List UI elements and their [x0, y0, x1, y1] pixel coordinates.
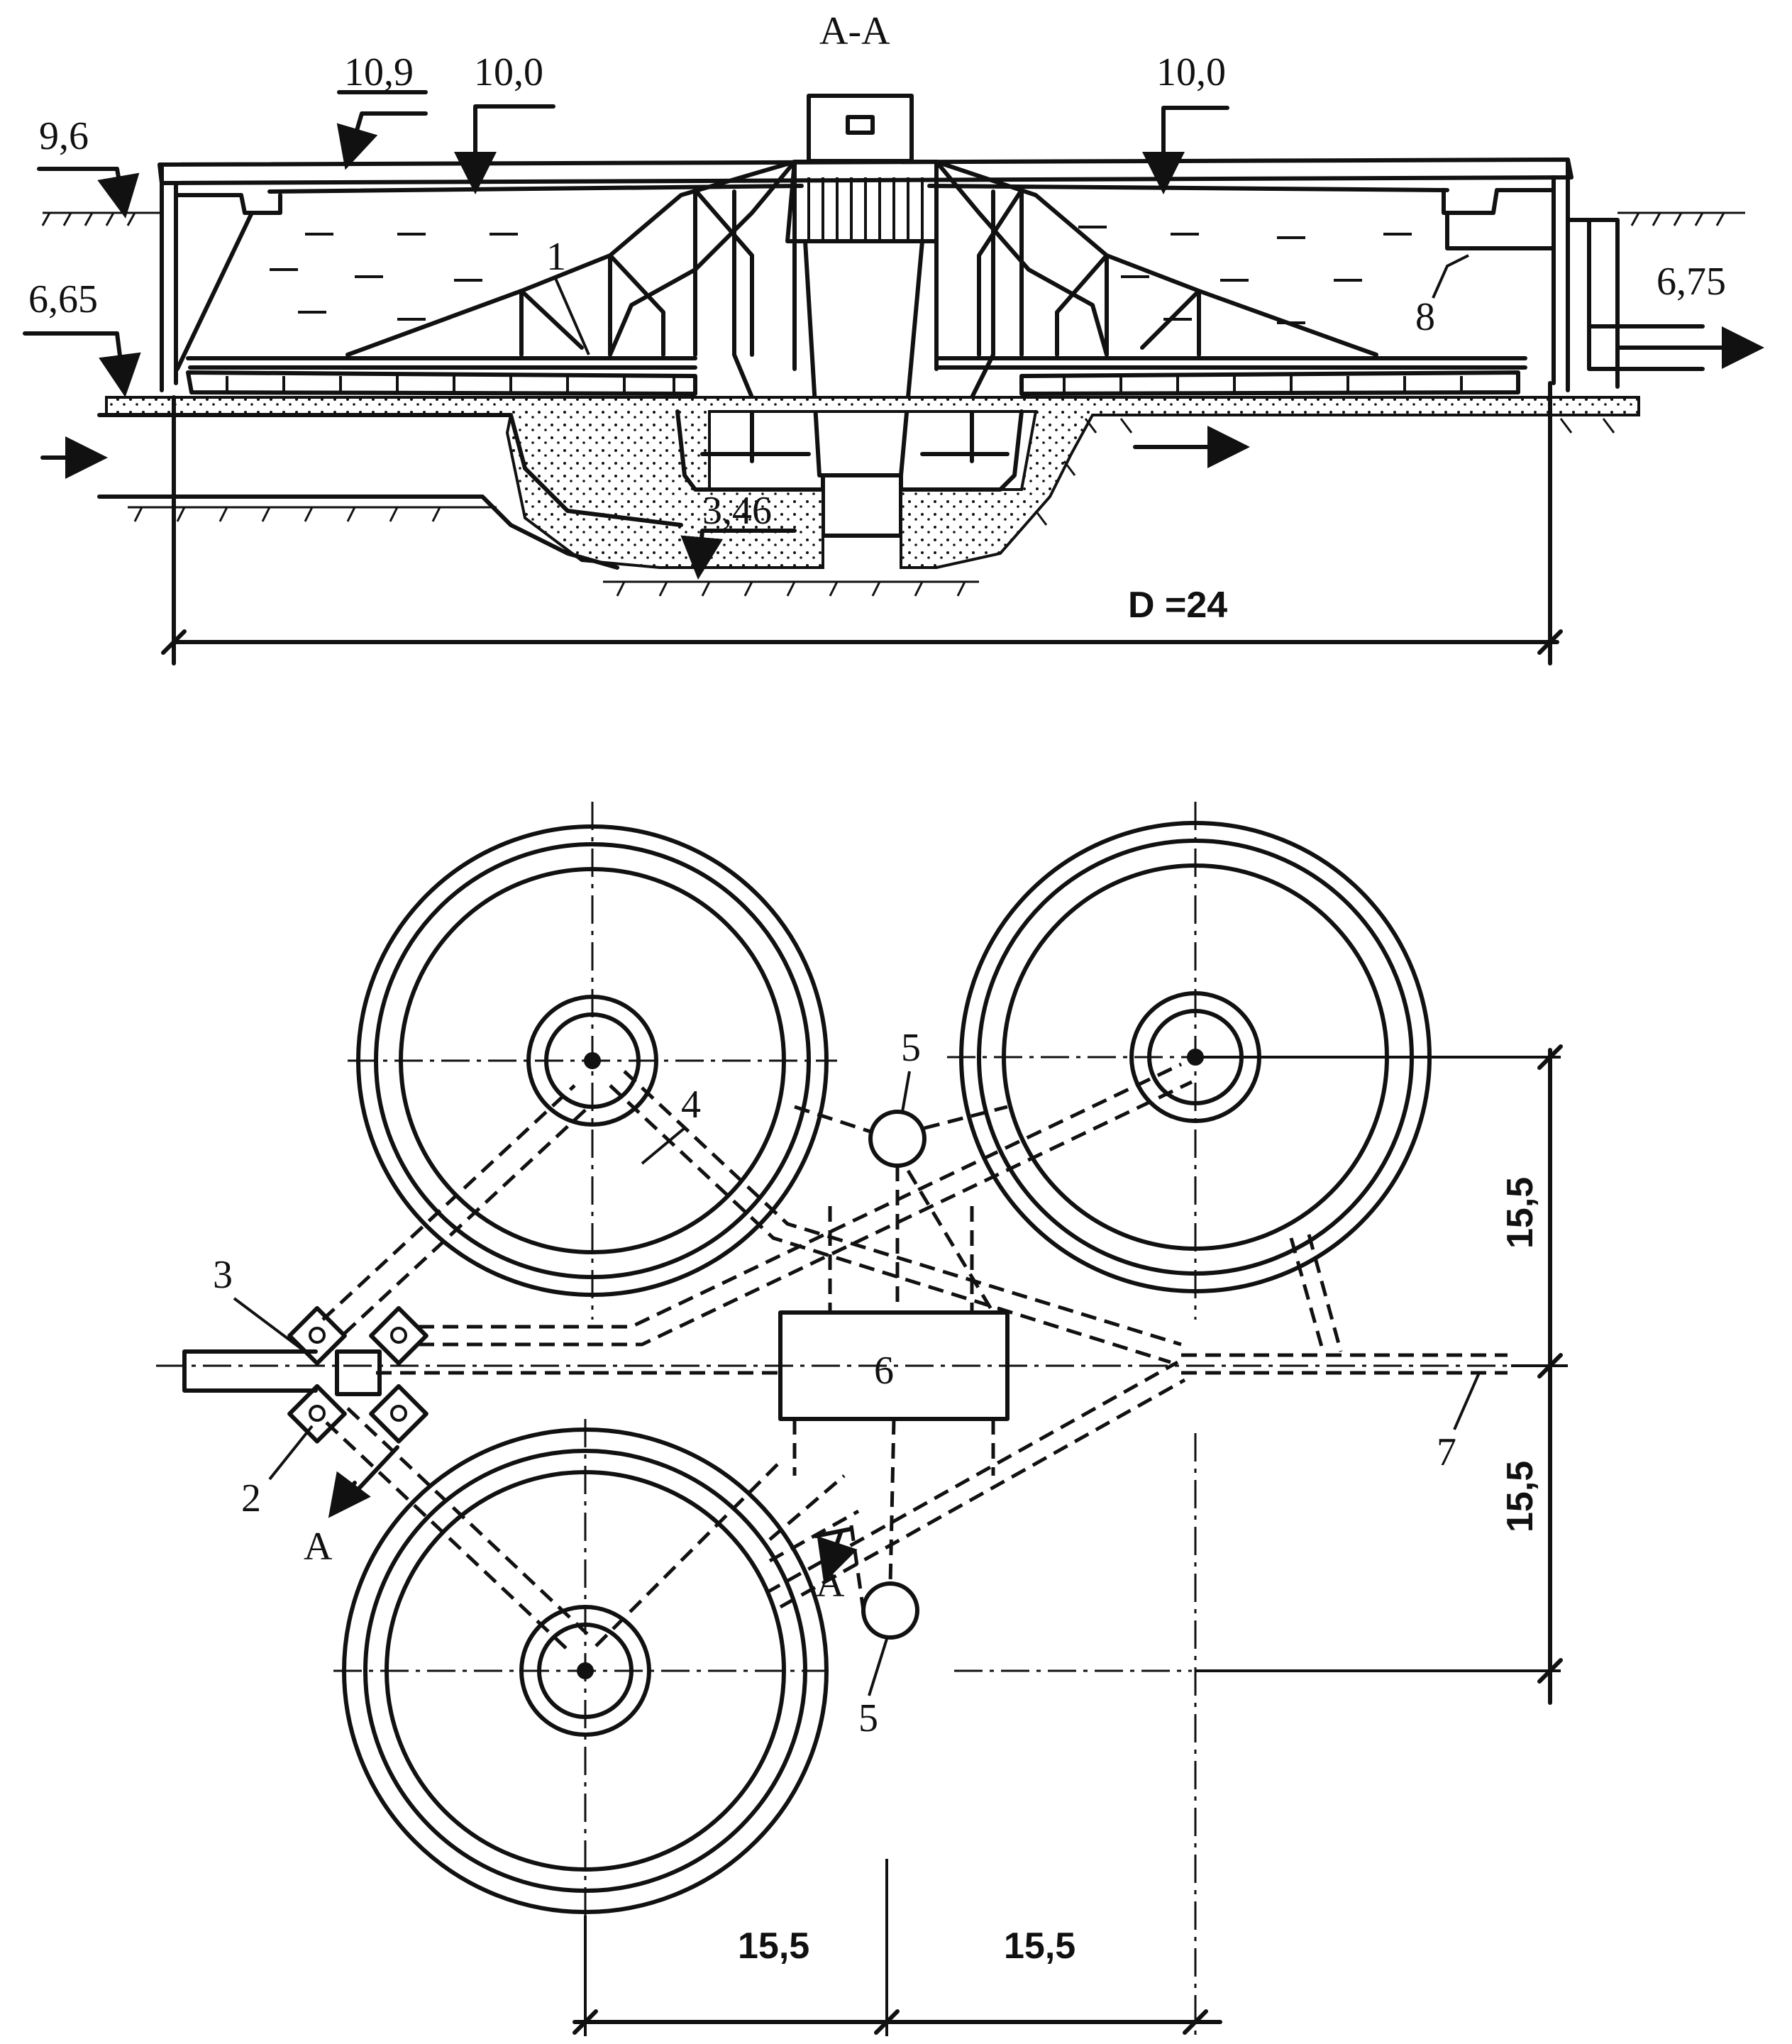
svg-text:6,65: 6,65: [28, 277, 98, 321]
svg-text:5: 5: [901, 1026, 921, 1070]
drive-housing: [807, 94, 914, 163]
tank-bottom: [342, 1427, 829, 1914]
elevation-ground-left: 9,6: [37, 114, 140, 219]
section-title: A-A: [819, 9, 890, 53]
column-grille: [807, 177, 924, 241]
callout-pump-top: 5: [901, 1026, 921, 1112]
callout-launder: 8: [1415, 254, 1469, 339]
truss-left: [345, 160, 797, 371]
scraper-arm-left: [186, 356, 697, 370]
svg-text:9,6: 9,6: [39, 114, 89, 158]
svg-text:8: 8: [1415, 295, 1435, 339]
outlet-channel: [1566, 218, 1705, 389]
dimension-horizontal-left: 15,5: [738, 1926, 809, 1967]
pipe-network: [321, 1062, 1508, 1651]
plan-view: 6: [156, 802, 1568, 2036]
dimension-vertical-top: 15,5: [1500, 1177, 1541, 1249]
plan-inlet-pipe: [182, 1349, 318, 1393]
distribution-chamber: [287, 1305, 428, 1444]
tank-right-wall: [1552, 158, 1570, 392]
svg-text:10,9: 10,9: [344, 50, 414, 94]
scraper-arm-right: [934, 356, 1527, 370]
svg-text:10,0: 10,0: [1156, 50, 1226, 94]
svg-text:2: 2: [241, 1476, 261, 1520]
pump-station-top: [868, 1110, 927, 1168]
elevation-water-right: 10,0: [1142, 50, 1229, 194]
dimension-vertical: 15,5 15,5: [1195, 1044, 1568, 1705]
callout-scraper: 1: [546, 235, 590, 355]
svg-text:4: 4: [681, 1083, 701, 1127]
floor-blades: [226, 376, 1463, 392]
truss-right: [934, 160, 1378, 371]
elevation-outlet-right: 6,75: [1657, 260, 1726, 304]
callout-inlet-pipe: 3: [213, 1253, 306, 1353]
tank-floor-left: [186, 370, 697, 396]
section-mark-left: A: [304, 1445, 399, 1569]
tank-floor-right: [1019, 370, 1520, 396]
inlet-pipe: [97, 413, 683, 570]
central-pipe-base: [821, 473, 903, 538]
dimension-vertical-bottom: 15,5: [1500, 1461, 1541, 1532]
callout-outlet-pipe: 7: [1437, 1372, 1481, 1474]
elevation-sump-bottom: 3,46: [680, 489, 797, 580]
launder-right: [1442, 188, 1556, 250]
svg-text:7: 7: [1437, 1430, 1456, 1474]
section-view: A-A: [23, 9, 1764, 665]
svg-text:3,46: 3,46: [702, 489, 772, 533]
diameter-dimension: D =24: [161, 381, 1563, 665]
callout-distribution-chamber: 2: [241, 1425, 314, 1520]
dimension-horizontal-right: 15,5: [1004, 1926, 1075, 1967]
drive-motor: [846, 115, 875, 135]
tank-top-left: [356, 824, 829, 1297]
pump-station-bottom: [861, 1581, 919, 1640]
elevation-water-left: 10,0: [454, 50, 555, 194]
section-mark-right: A: [814, 1527, 858, 1606]
launder-left: [174, 193, 282, 371]
callout-pump-bottom: 5: [858, 1638, 888, 1740]
svg-text:A: A: [304, 1525, 333, 1569]
svg-text:6,75: 6,75: [1657, 260, 1726, 304]
sump: [675, 409, 1024, 492]
dimension-horizontal: 15,5 15,5: [573, 1859, 1222, 2036]
stilling-well: [732, 189, 995, 463]
svg-text:10,0: 10,0: [474, 50, 543, 94]
diameter-label: D =24: [1128, 585, 1227, 626]
base-slab: [105, 396, 1640, 569]
svg-text:6: 6: [874, 1349, 894, 1393]
svg-text:1: 1: [546, 235, 566, 279]
central-pipe: [803, 239, 924, 477]
tank-left-wall: [160, 162, 178, 392]
svg-text:5: 5: [858, 1696, 878, 1740]
callout-sludge-pipe: 4: [641, 1083, 701, 1165]
water-surface: [267, 184, 1449, 194]
elevation-bottom-left: 6,65: [23, 277, 141, 397]
svg-text:A: A: [816, 1562, 845, 1606]
svg-text:3: 3: [213, 1253, 233, 1297]
elevation-wall-top: 10,9: [336, 50, 428, 170]
